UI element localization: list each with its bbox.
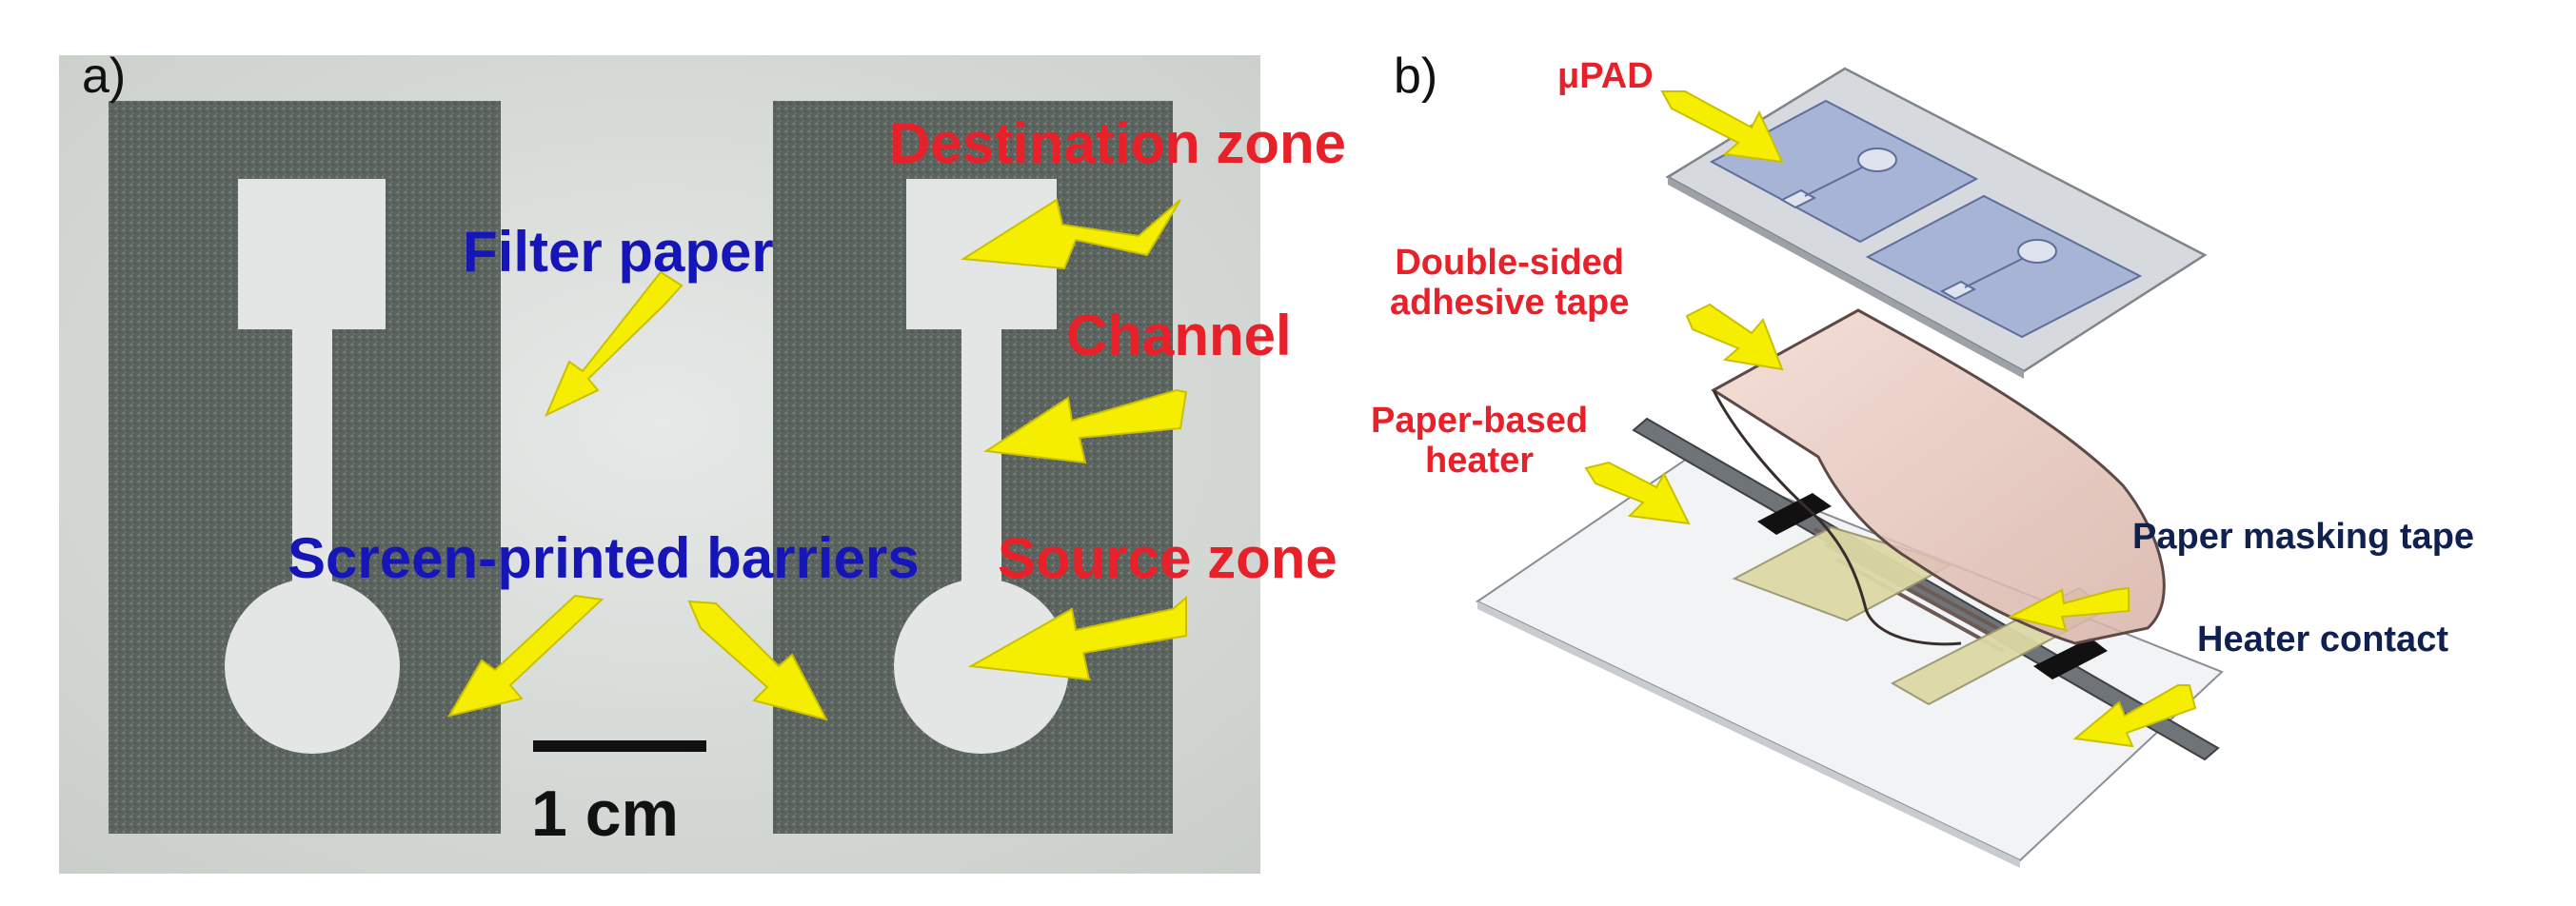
paper-based-heater-label: Paper-based heater (1371, 401, 1589, 481)
upad-sheet (1665, 67, 2208, 379)
channel-label: Channel (1066, 304, 1292, 367)
arrow-upad (1660, 90, 1784, 164)
electrode-right (2033, 638, 2108, 680)
destination-zone-label: Destination zone (889, 111, 1347, 175)
right-device (773, 101, 1173, 834)
electrode-left (1757, 493, 1832, 535)
base-sheet (1475, 457, 2224, 862)
scale-bar-label: 1 cm (531, 778, 679, 850)
panel-b-arrows (1584, 90, 2197, 748)
panel-b-label: b) (1394, 49, 1438, 104)
screen-printed-barriers-label: Screen-printed barriers (287, 526, 920, 590)
panel-a-label: a) (82, 49, 127, 104)
heater-contact-label: Heater contact (2197, 620, 2448, 660)
arrow-barriers-left (446, 594, 604, 718)
arrow-masking (2008, 586, 2130, 632)
panel-a-arrows (446, 198, 1188, 721)
adhesive-tape-label: Double-sided adhesive tape (1390, 243, 1630, 323)
arrow-tape (1685, 303, 1784, 371)
upad-device-1 (1709, 99, 1979, 244)
arrow-channel (983, 388, 1188, 464)
filter-paper-label: Filter paper (463, 220, 774, 284)
arrow-barriers-right (687, 600, 828, 721)
scale-bar (533, 740, 706, 752)
arrow-filter (545, 270, 684, 418)
arrow-contact (2072, 684, 2197, 748)
adhesive-tape (1711, 308, 2166, 645)
arrow-destination (960, 198, 1181, 270)
paper-masking-tape-label: Paper masking tape (2132, 517, 2475, 557)
left-device (109, 101, 501, 834)
arrow-source (967, 595, 1187, 681)
upad-device-2 (1865, 194, 2143, 339)
upad-label: μPAD (1557, 56, 1654, 96)
source-zone-label: Source zone (998, 526, 1338, 590)
arrow-heater (1584, 461, 1691, 525)
